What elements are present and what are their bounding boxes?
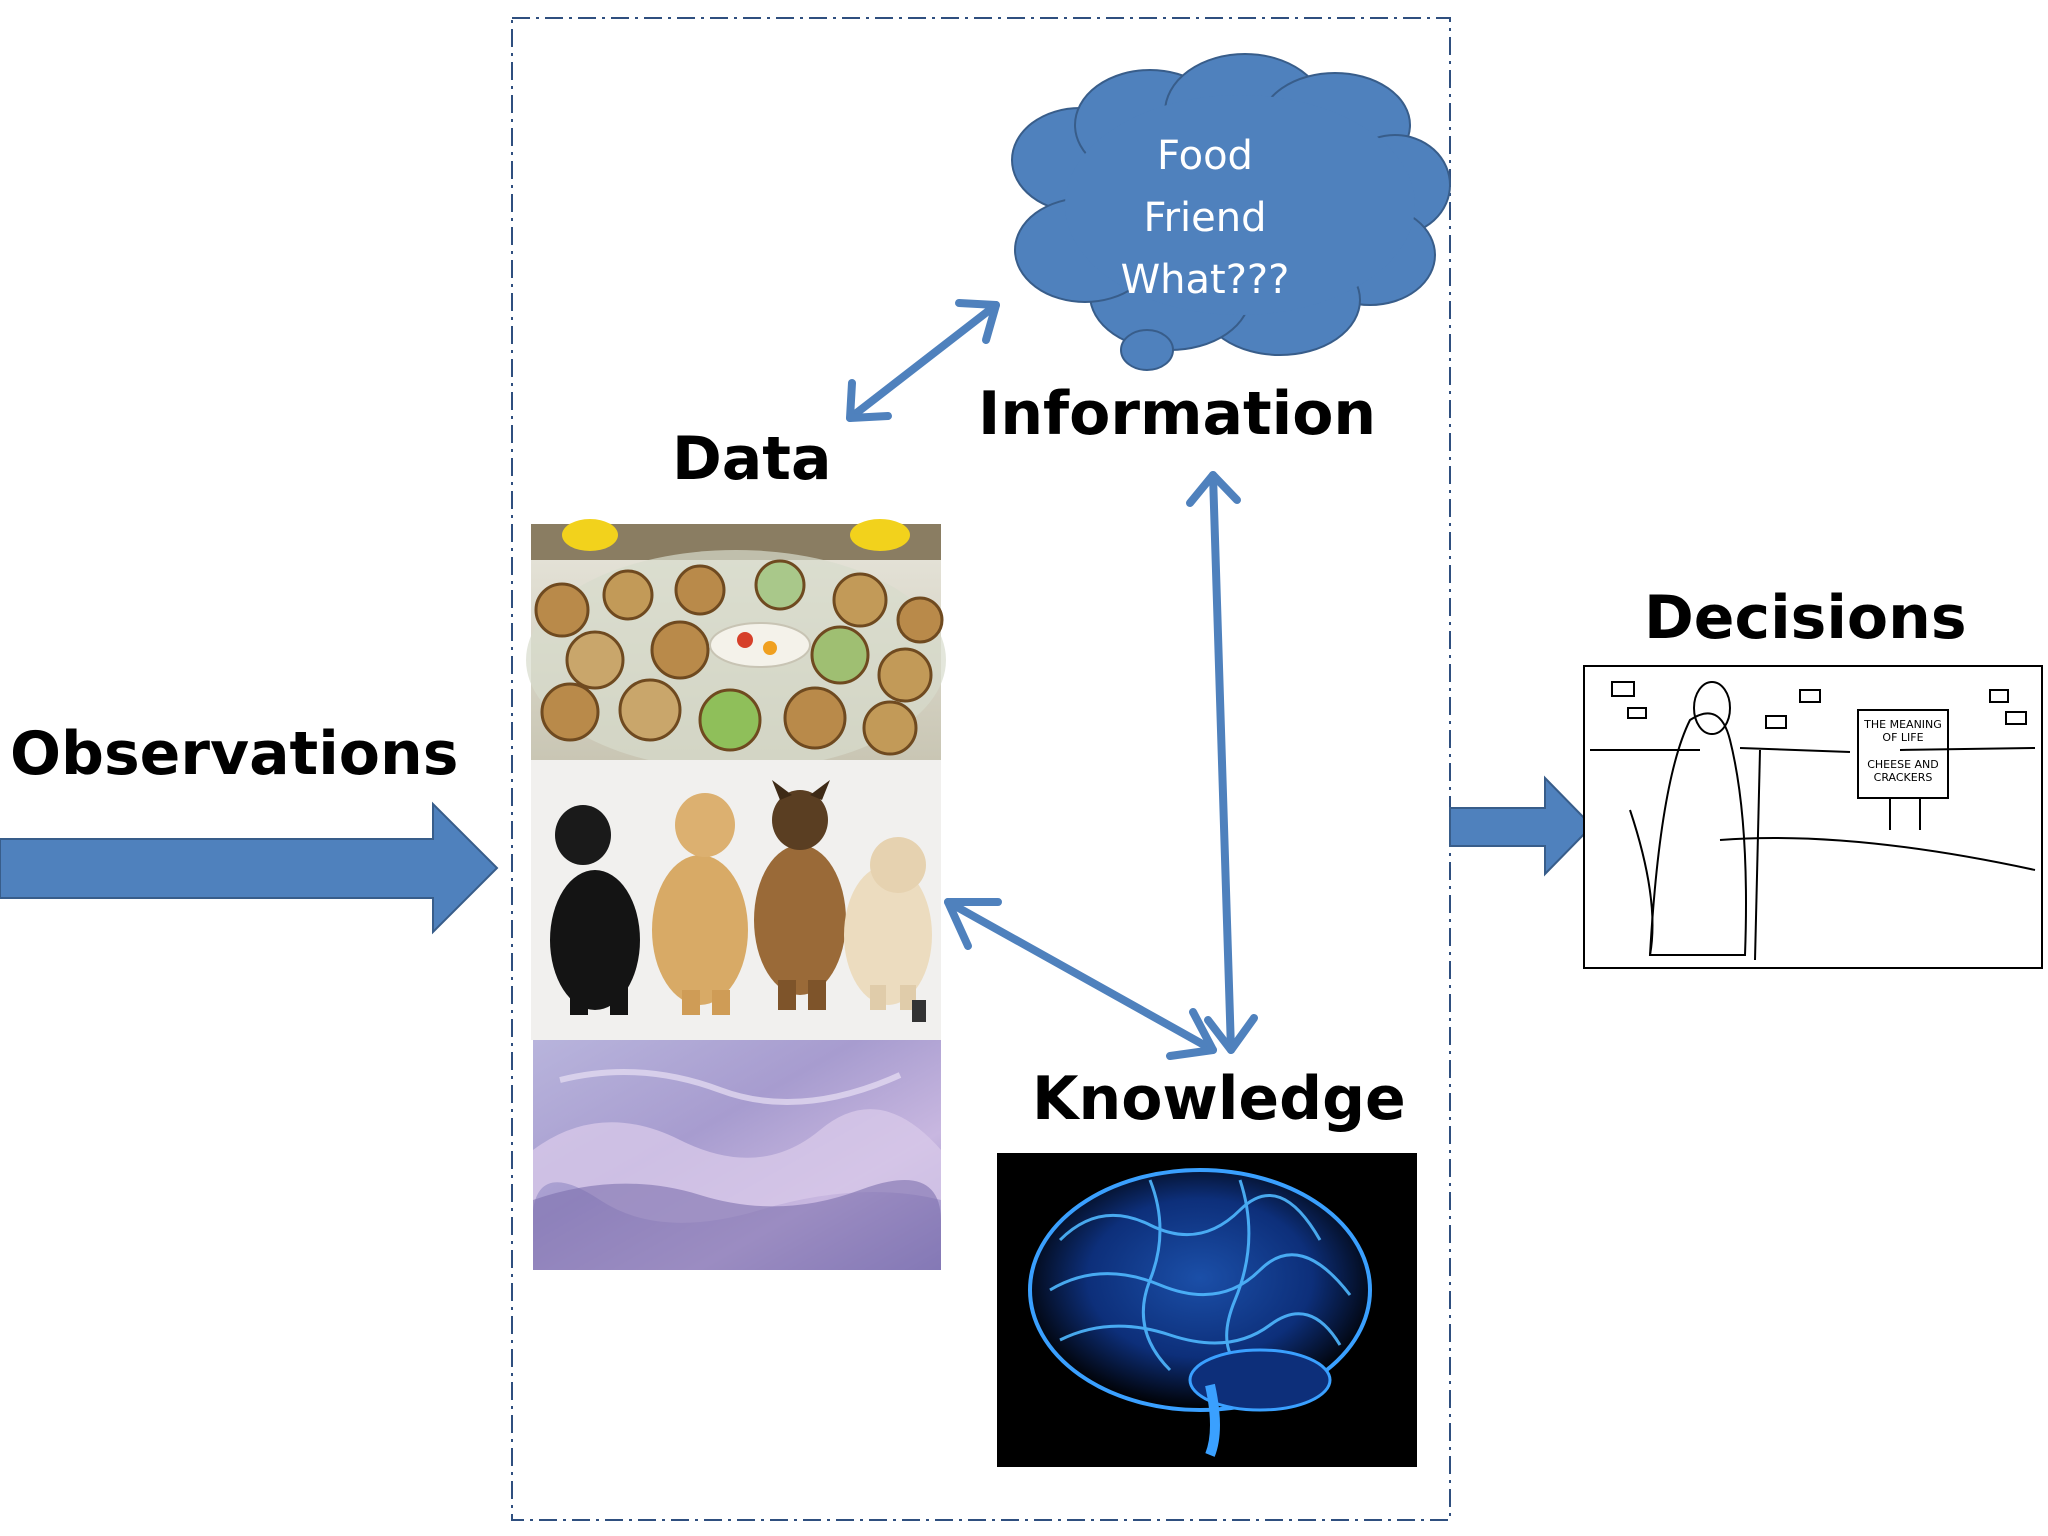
cloud-line-food: Food <box>1157 133 1253 179</box>
sign-line-2: OF LIFE <box>1882 731 1923 744</box>
sign-line-3: CHEESE AND <box>1867 758 1939 771</box>
cloud-line-friend: Friend <box>1143 195 1267 241</box>
observations-arrow <box>0 801 499 935</box>
data-knowledge-arrow <box>944 898 1217 1060</box>
thought-cloud <box>1011 53 1451 371</box>
decisions-arrow <box>1449 775 1594 877</box>
information-label: Information <box>978 379 1377 449</box>
data-information-arrow <box>846 299 1000 422</box>
sign-line-4: CRACKERS <box>1874 771 1933 784</box>
cartoon-image: THE MEANING OF LIFE CHEESE AND CRACKERS <box>1583 665 2043 969</box>
cloud-line-what: What??? <box>1120 257 1290 303</box>
observations-label: Observations <box>10 719 459 789</box>
painting-photo <box>533 1040 941 1270</box>
dogs-photo <box>531 760 941 1040</box>
brain-photo <box>997 1153 1417 1467</box>
information-knowledge-arrow <box>1186 471 1258 1054</box>
dashed-container <box>511 17 1451 1521</box>
data-label: Data <box>672 424 832 494</box>
food-photo <box>526 519 946 770</box>
sign-line-1: THE MEANING <box>1863 718 1942 731</box>
knowledge-label: Knowledge <box>1032 1064 1406 1134</box>
decisions-label: Decisions <box>1644 583 1967 653</box>
